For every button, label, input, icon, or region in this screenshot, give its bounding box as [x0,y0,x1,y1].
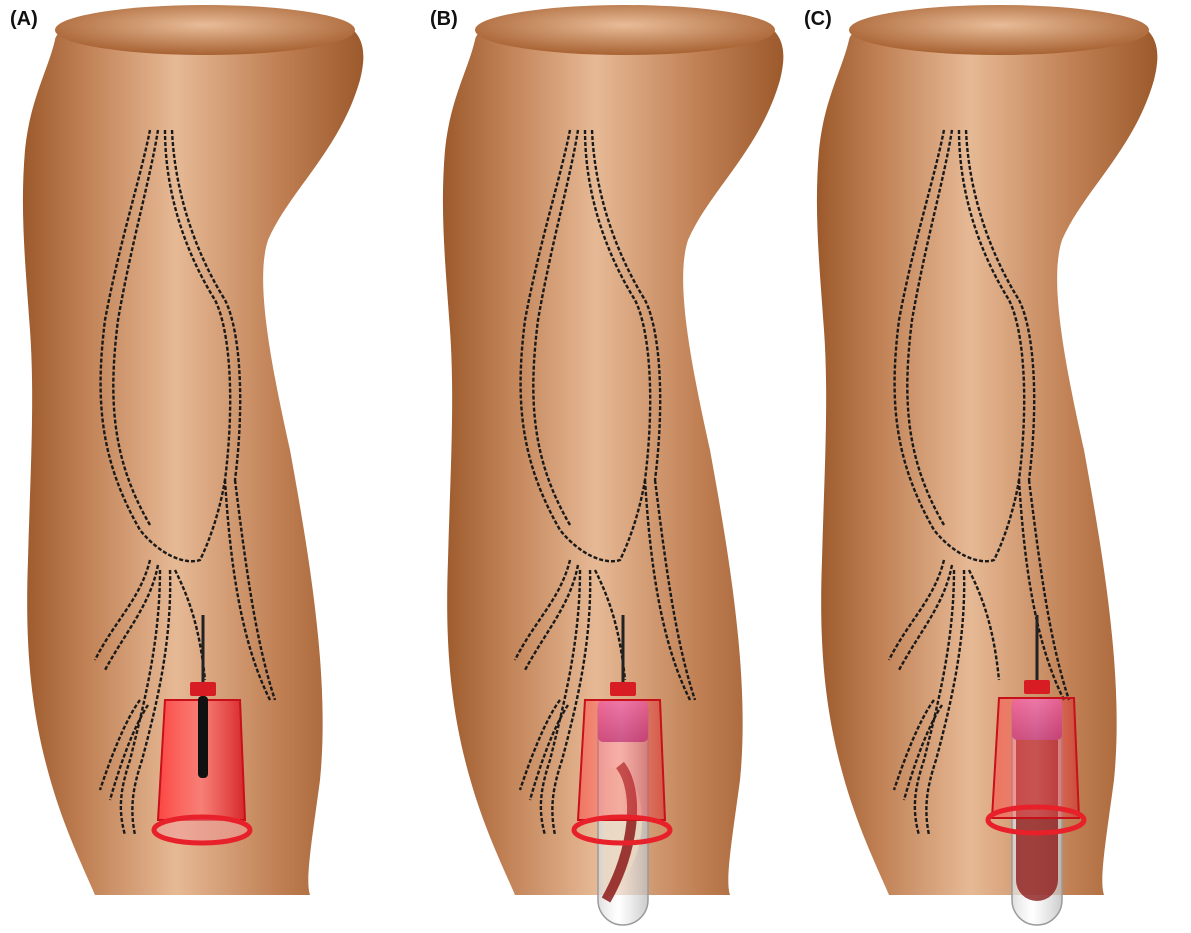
arm-top-cut [475,5,775,55]
arm-top-cut [55,5,355,55]
arm-illustration-b [420,0,817,933]
arm-illustration-c [794,0,1191,933]
panel-c: (C) [794,0,1191,933]
tube-holder-icon [988,680,1084,833]
arm-icon [817,9,1157,895]
panel-a: (A) [0,0,397,933]
arm-top-cut [849,5,1149,55]
panel-label: (A) [10,8,38,31]
arm-illustration-a [0,0,397,933]
panel-label: (C) [804,8,832,31]
tube-holder-icon [574,682,670,843]
panel-b: (B) [420,0,817,933]
panel-label: (B) [430,8,458,31]
tube-holder-icon [154,682,250,843]
